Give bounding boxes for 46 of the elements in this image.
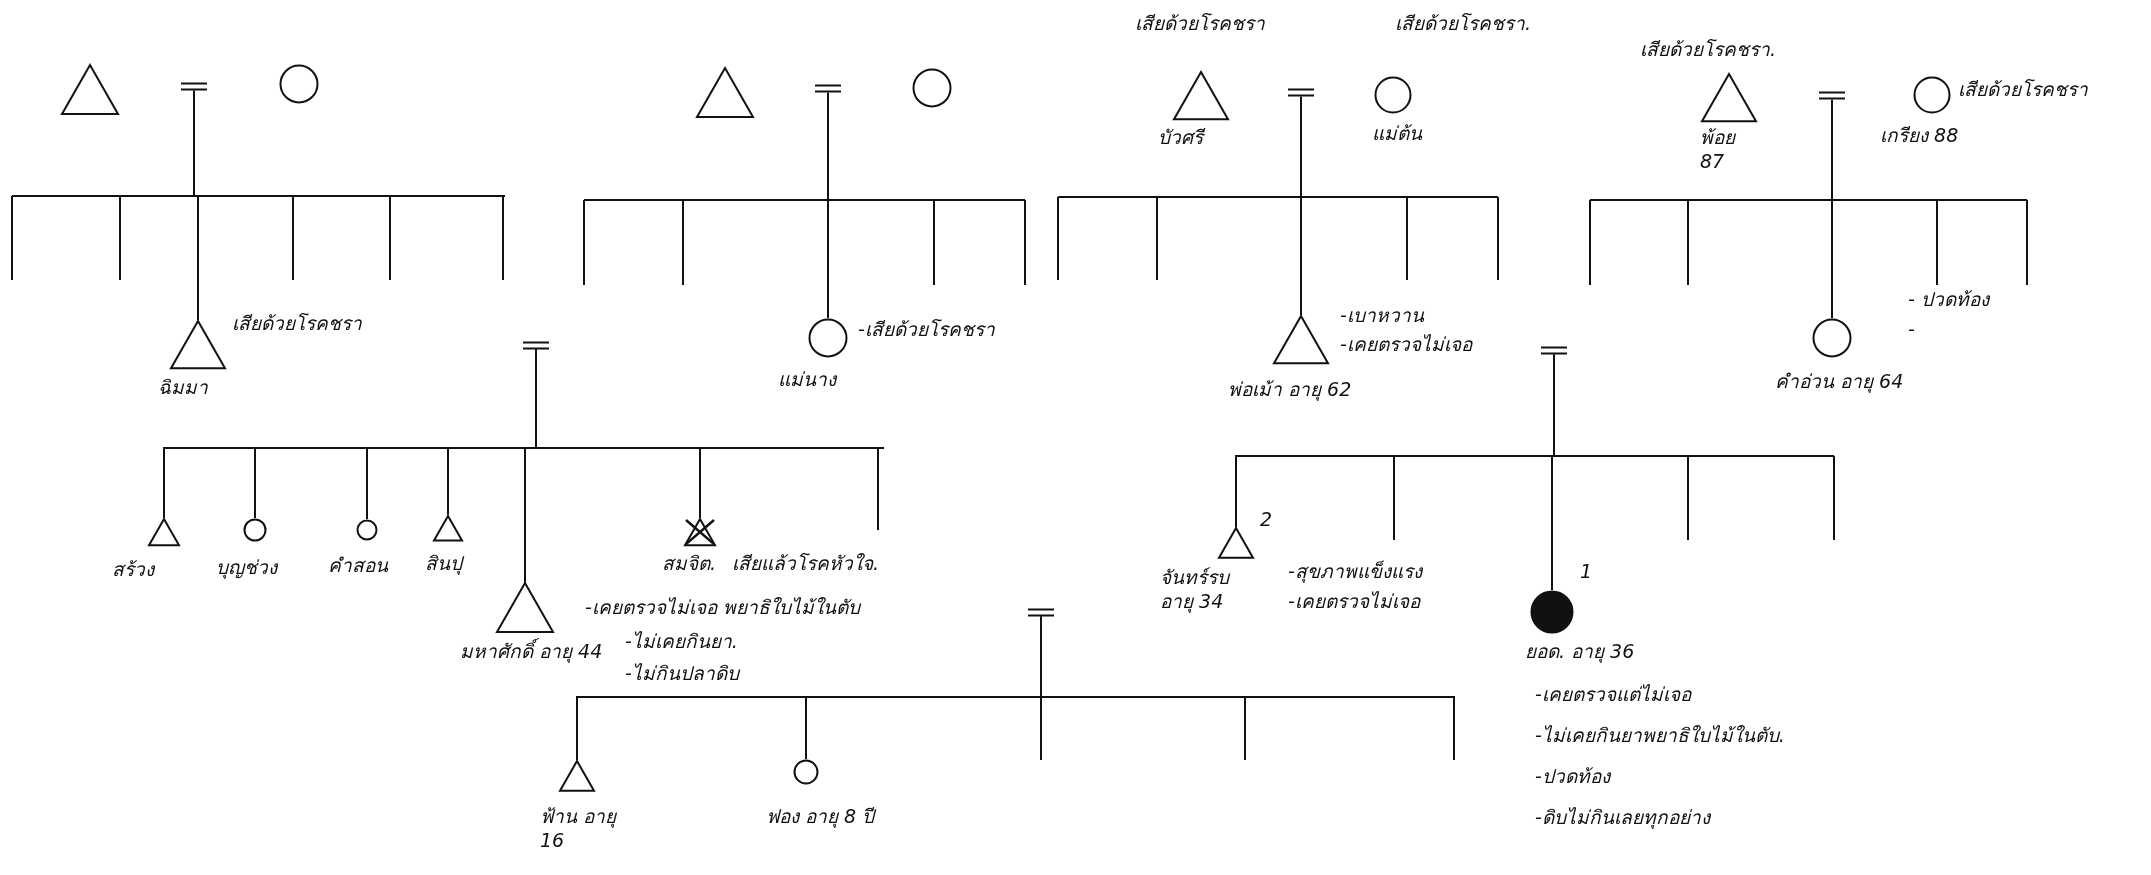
note-text: -สุขภาพแข็งแรง — [1288, 560, 1422, 584]
note-text: -เคยตรวจแต่ไม่เจอ — [1535, 683, 1691, 707]
note-text: 2 — [1260, 508, 1273, 532]
descent-line — [1551, 353, 1555, 591]
person-name: พ่อเม้า อายุ 62 — [1228, 378, 1352, 402]
note-text: เสียด้วยโรคชรา. — [1395, 12, 1532, 36]
person-name: เกรียง 88 — [1880, 124, 1960, 148]
note-text: เสียด้วยโรคชรา. — [1640, 38, 1777, 62]
person-name: บัวศรี — [1158, 126, 1203, 150]
descent-line — [1300, 95, 1302, 317]
descent-line — [193, 89, 199, 322]
note-text: -เสียด้วยโรคชรา — [858, 318, 995, 342]
note-text: 1 — [1580, 560, 1593, 584]
note-text: เสียแล้วโรคหัวใจ. — [732, 552, 880, 576]
person-name: จันทร์รบ อายุ 34 — [1160, 566, 1231, 614]
person-name: สร้วง — [112, 558, 154, 582]
person-name: ฟ้าน อายุ 16 — [540, 805, 618, 853]
note-text: -ดิบไม่กินเลยทุกอย่าง — [1535, 806, 1710, 830]
person-name: สมจิต. — [662, 552, 717, 576]
note-text: -ไม่กินปลาดิบ — [625, 662, 739, 686]
note-text: เสียด้วยโรคชรา — [1958, 78, 2088, 102]
note-text: -เคยตรวจไม่เจอ พยาธิใบไม้ในตับ — [585, 596, 860, 620]
person-name: มหาศักดิ์ อายุ 44 — [460, 640, 603, 664]
note-text: -ไม่เคยกินยาพยาธิใบไม้ในตับ. — [1535, 724, 1785, 748]
note-text: -เบาหวาน — [1340, 304, 1424, 328]
note-text: เสียด้วยโรคชรา — [1135, 12, 1265, 36]
person-name: คำอ่วน อายุ 64 — [1775, 370, 1904, 394]
person-name: ฉิมมา — [158, 376, 208, 400]
note-text: - — [1908, 318, 1915, 342]
note-text: -เคยตรวจไม่เจอ — [1340, 333, 1472, 357]
note-text: เสียด้วยโรคชรา — [232, 312, 362, 336]
person-name: แม่นาง — [778, 368, 836, 392]
note-text: -ไม่เคยกินยา. — [625, 630, 738, 654]
descent-line — [1831, 98, 1833, 319]
note-text: - ปวดท้อง — [1908, 288, 1989, 312]
person-name: แม่ต้น — [1372, 122, 1422, 146]
person-name: คำสอน — [328, 554, 388, 578]
descent-line — [524, 348, 537, 584]
person-name: พ้อย 87 — [1700, 126, 1737, 174]
descent-line — [805, 615, 1042, 760]
note-text: -เคยตรวจไม่เจอ — [1288, 590, 1420, 614]
descent-line — [827, 91, 829, 319]
note-text: -ปวดท้อง — [1535, 765, 1610, 789]
person-name: ฟอง อายุ 8 ปี — [766, 805, 876, 829]
person-name: บุญช่วง — [216, 556, 277, 580]
person-name: ยอด. อายุ 36 — [1525, 640, 1635, 664]
